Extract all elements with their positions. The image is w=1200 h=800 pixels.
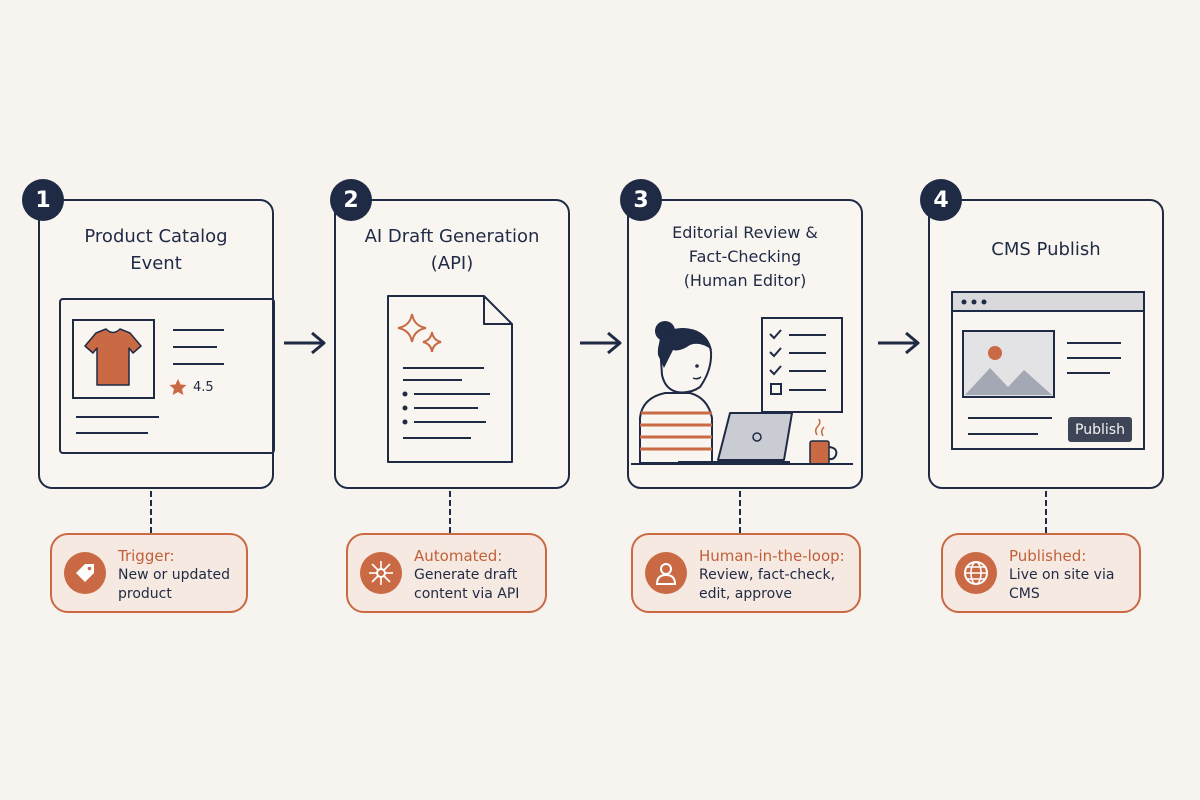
step-1-note-line-1: New or updated [118, 567, 230, 583]
step-1-badge: 1 [22, 179, 64, 221]
step-3-title-line-3: (Human Editor) [683, 271, 807, 290]
step-1-title: Product Catalog Event [40, 223, 272, 277]
step-4-note-line-2: CMS [1009, 586, 1040, 602]
step-3-badge: 3 [620, 179, 662, 221]
rating-value: 4.5 [193, 380, 214, 395]
step-2-badge: 2 [330, 179, 372, 221]
connector-4 [1045, 491, 1047, 533]
step-1-title-line-2: Event [130, 253, 182, 274]
circuit-icon [360, 552, 402, 594]
step-3-note: Human-in-the-loop: Review, fact-check, e… [631, 533, 861, 613]
step-2-title-line-2: (API) [430, 253, 474, 274]
step-4-note: Published: Live on site via CMS [941, 533, 1141, 613]
step-1-note-body: New or updated product [118, 566, 238, 604]
connector-1 [150, 491, 152, 533]
step-1-title-line-1: Product Catalog [84, 226, 228, 247]
connector-3 [739, 491, 741, 533]
globe-icon [955, 552, 997, 594]
step-4-note-body: Live on site via CMS [1009, 566, 1131, 604]
step-1-note: Trigger: New or updated product [50, 533, 248, 613]
step-1-note-title: Trigger: [118, 547, 175, 565]
step-4-note-line-1: Live on site via [1009, 567, 1115, 583]
sparkle-icon [397, 313, 442, 353]
arrow-right-icon [580, 331, 622, 355]
step-3-note-line-1: Review, fact-check, [699, 567, 836, 583]
editor-person [639, 321, 713, 464]
step-4-title-line-1: CMS Publish [991, 239, 1101, 260]
step-4-title: CMS Publish [930, 236, 1162, 263]
step-2-note-body: Generate draft content via API [414, 566, 537, 604]
step-1-card: Product Catalog Event [38, 199, 274, 489]
step-2-note-line-2: content via API [414, 586, 520, 602]
arrow-right-icon [878, 331, 920, 355]
connector-2 [449, 491, 451, 533]
step-4-badge: 4 [920, 179, 962, 221]
step-2-title-line-1: AI Draft Generation [364, 226, 540, 247]
publish-button[interactable]: Publish [1068, 417, 1132, 442]
step-3-note-title: Human-in-the-loop: [699, 547, 845, 565]
step-2-note: Automated: Generate draft content via AP… [346, 533, 547, 613]
person-icon [645, 552, 687, 594]
step-1-note-line-2: product [118, 586, 172, 602]
step-3-title-line-1: Editorial Review & [672, 223, 818, 242]
step-3-title-line-2: Fact-Checking [688, 247, 802, 266]
step-3-title: Editorial Review & Fact-Checking (Human … [629, 221, 861, 293]
checklist-icon [761, 317, 843, 413]
step-2-title: AI Draft Generation (API) [336, 223, 568, 277]
step-2-note-title: Automated: [414, 547, 503, 565]
step-4-note-title: Published: [1009, 547, 1087, 565]
arrow-right-icon [284, 331, 326, 355]
tshirt-icon [84, 328, 142, 386]
image-placeholder-icon [962, 330, 1055, 398]
step-2-note-line-1: Generate draft [414, 567, 518, 583]
step-3-note-line-2: edit, approve [699, 586, 793, 602]
laptop-icon [678, 412, 793, 463]
star-icon [169, 379, 187, 395]
tag-icon [64, 552, 106, 594]
step-2-card: AI Draft Generation (API) [334, 199, 570, 489]
step-3-note-body: Review, fact-check, edit, approve [699, 566, 851, 604]
